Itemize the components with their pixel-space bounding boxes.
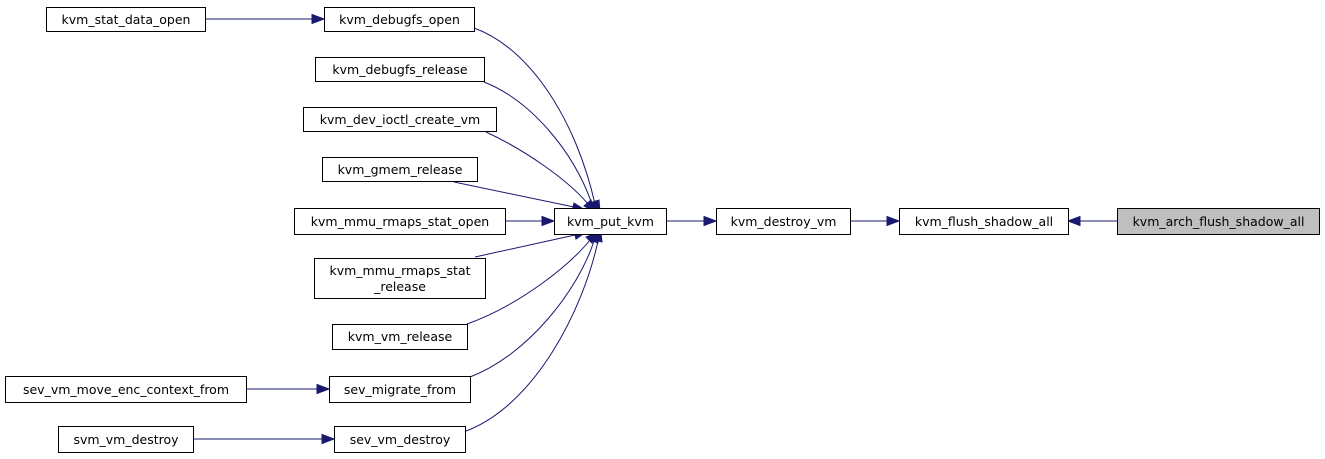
node-kvm-gmem-release[interactable]: kvm_gmem_release <box>322 157 478 182</box>
node-label: kvm_stat_data_open <box>62 12 191 27</box>
node-label: kvm_mmu_rmaps_stat_open <box>311 214 489 229</box>
node-kvm-stat-data-open[interactable]: kvm_stat_data_open <box>46 7 206 32</box>
node-kvm-flush-shadow-all[interactable]: kvm_flush_shadow_all <box>899 208 1069 235</box>
edge-debugfs-open-to-put-kvm <box>473 27 596 205</box>
arrowhead <box>541 215 556 227</box>
arrowhead <box>321 433 336 445</box>
arrowhead <box>311 13 326 25</box>
arrowhead <box>703 215 718 227</box>
edge-rmaps-stat-release-to-put-kvm <box>474 234 576 258</box>
edge-sev-vm-destroy-to-put-kvm <box>465 240 599 432</box>
node-kvm-dev-ioctl-create-vm[interactable]: kvm_dev_ioctl_create_vm <box>303 107 497 132</box>
node-sev-vm-move-enc-context-from[interactable]: sev_vm_move_enc_context_from <box>5 376 247 403</box>
node-kvm-mmu-rmaps-stat-open[interactable]: kvm_mmu_rmaps_stat_open <box>294 208 506 235</box>
node-label: kvm_flush_shadow_all <box>915 214 1053 229</box>
node-label: sev_vm_destroy <box>350 432 451 447</box>
arrowhead <box>1066 215 1081 227</box>
arrowhead <box>886 215 901 227</box>
arrowhead <box>316 383 331 395</box>
node-label: kvm_gmem_release <box>338 162 463 177</box>
node-label: svm_vm_destroy <box>73 432 179 447</box>
node-kvm-destroy-vm[interactable]: kvm_destroy_vm <box>716 208 851 235</box>
node-label: kvm_put_kvm <box>567 214 654 229</box>
node-kvm-put-kvm[interactable]: kvm_put_kvm <box>554 208 667 235</box>
node-label: sev_vm_move_enc_context_from <box>23 382 229 397</box>
arrowhead <box>593 231 603 243</box>
edge-create-vm-to-put-kvm <box>485 131 589 205</box>
node-label: kvm_arch_flush_shadow_all <box>1133 214 1305 229</box>
node-kvm-vm-release[interactable]: kvm_vm_release <box>332 324 468 350</box>
edge-debugfs-release-to-put-kvm <box>483 81 593 205</box>
node-kvm-arch-flush-shadow-all[interactable]: kvm_arch_flush_shadow_all <box>1117 208 1320 235</box>
node-svm-vm-destroy[interactable]: svm_vm_destroy <box>58 426 194 453</box>
node-label: sev_migrate_from <box>344 382 456 397</box>
node-kvm-debugfs-open[interactable]: kvm_debugfs_open <box>324 7 475 32</box>
node-label-line2: _release <box>373 279 426 294</box>
node-sev-vm-destroy[interactable]: sev_vm_destroy <box>334 426 466 453</box>
edge-vm-release-to-put-kvm <box>466 239 591 325</box>
node-label-line1: kvm_mmu_rmaps_stat <box>329 263 470 278</box>
node-label: kvm_debugfs_release <box>332 62 468 77</box>
node-kvm-mmu-rmaps-stat-release[interactable]: kvm_mmu_rmaps_stat _release <box>314 258 486 299</box>
node-label: kvm_destroy_vm <box>731 214 837 229</box>
node-label: kvm_dev_ioctl_create_vm <box>320 112 480 127</box>
node-label: kvm_debugfs_open <box>339 12 460 27</box>
edge-migrate-from-to-put-kvm <box>469 240 595 378</box>
node-kvm-debugfs-release[interactable]: kvm_debugfs_release <box>315 57 485 82</box>
node-label: kvm_vm_release <box>348 329 453 344</box>
node-sev-migrate-from[interactable]: sev_migrate_from <box>329 376 471 403</box>
edge-gmem-release-to-put-kvm <box>453 181 575 208</box>
